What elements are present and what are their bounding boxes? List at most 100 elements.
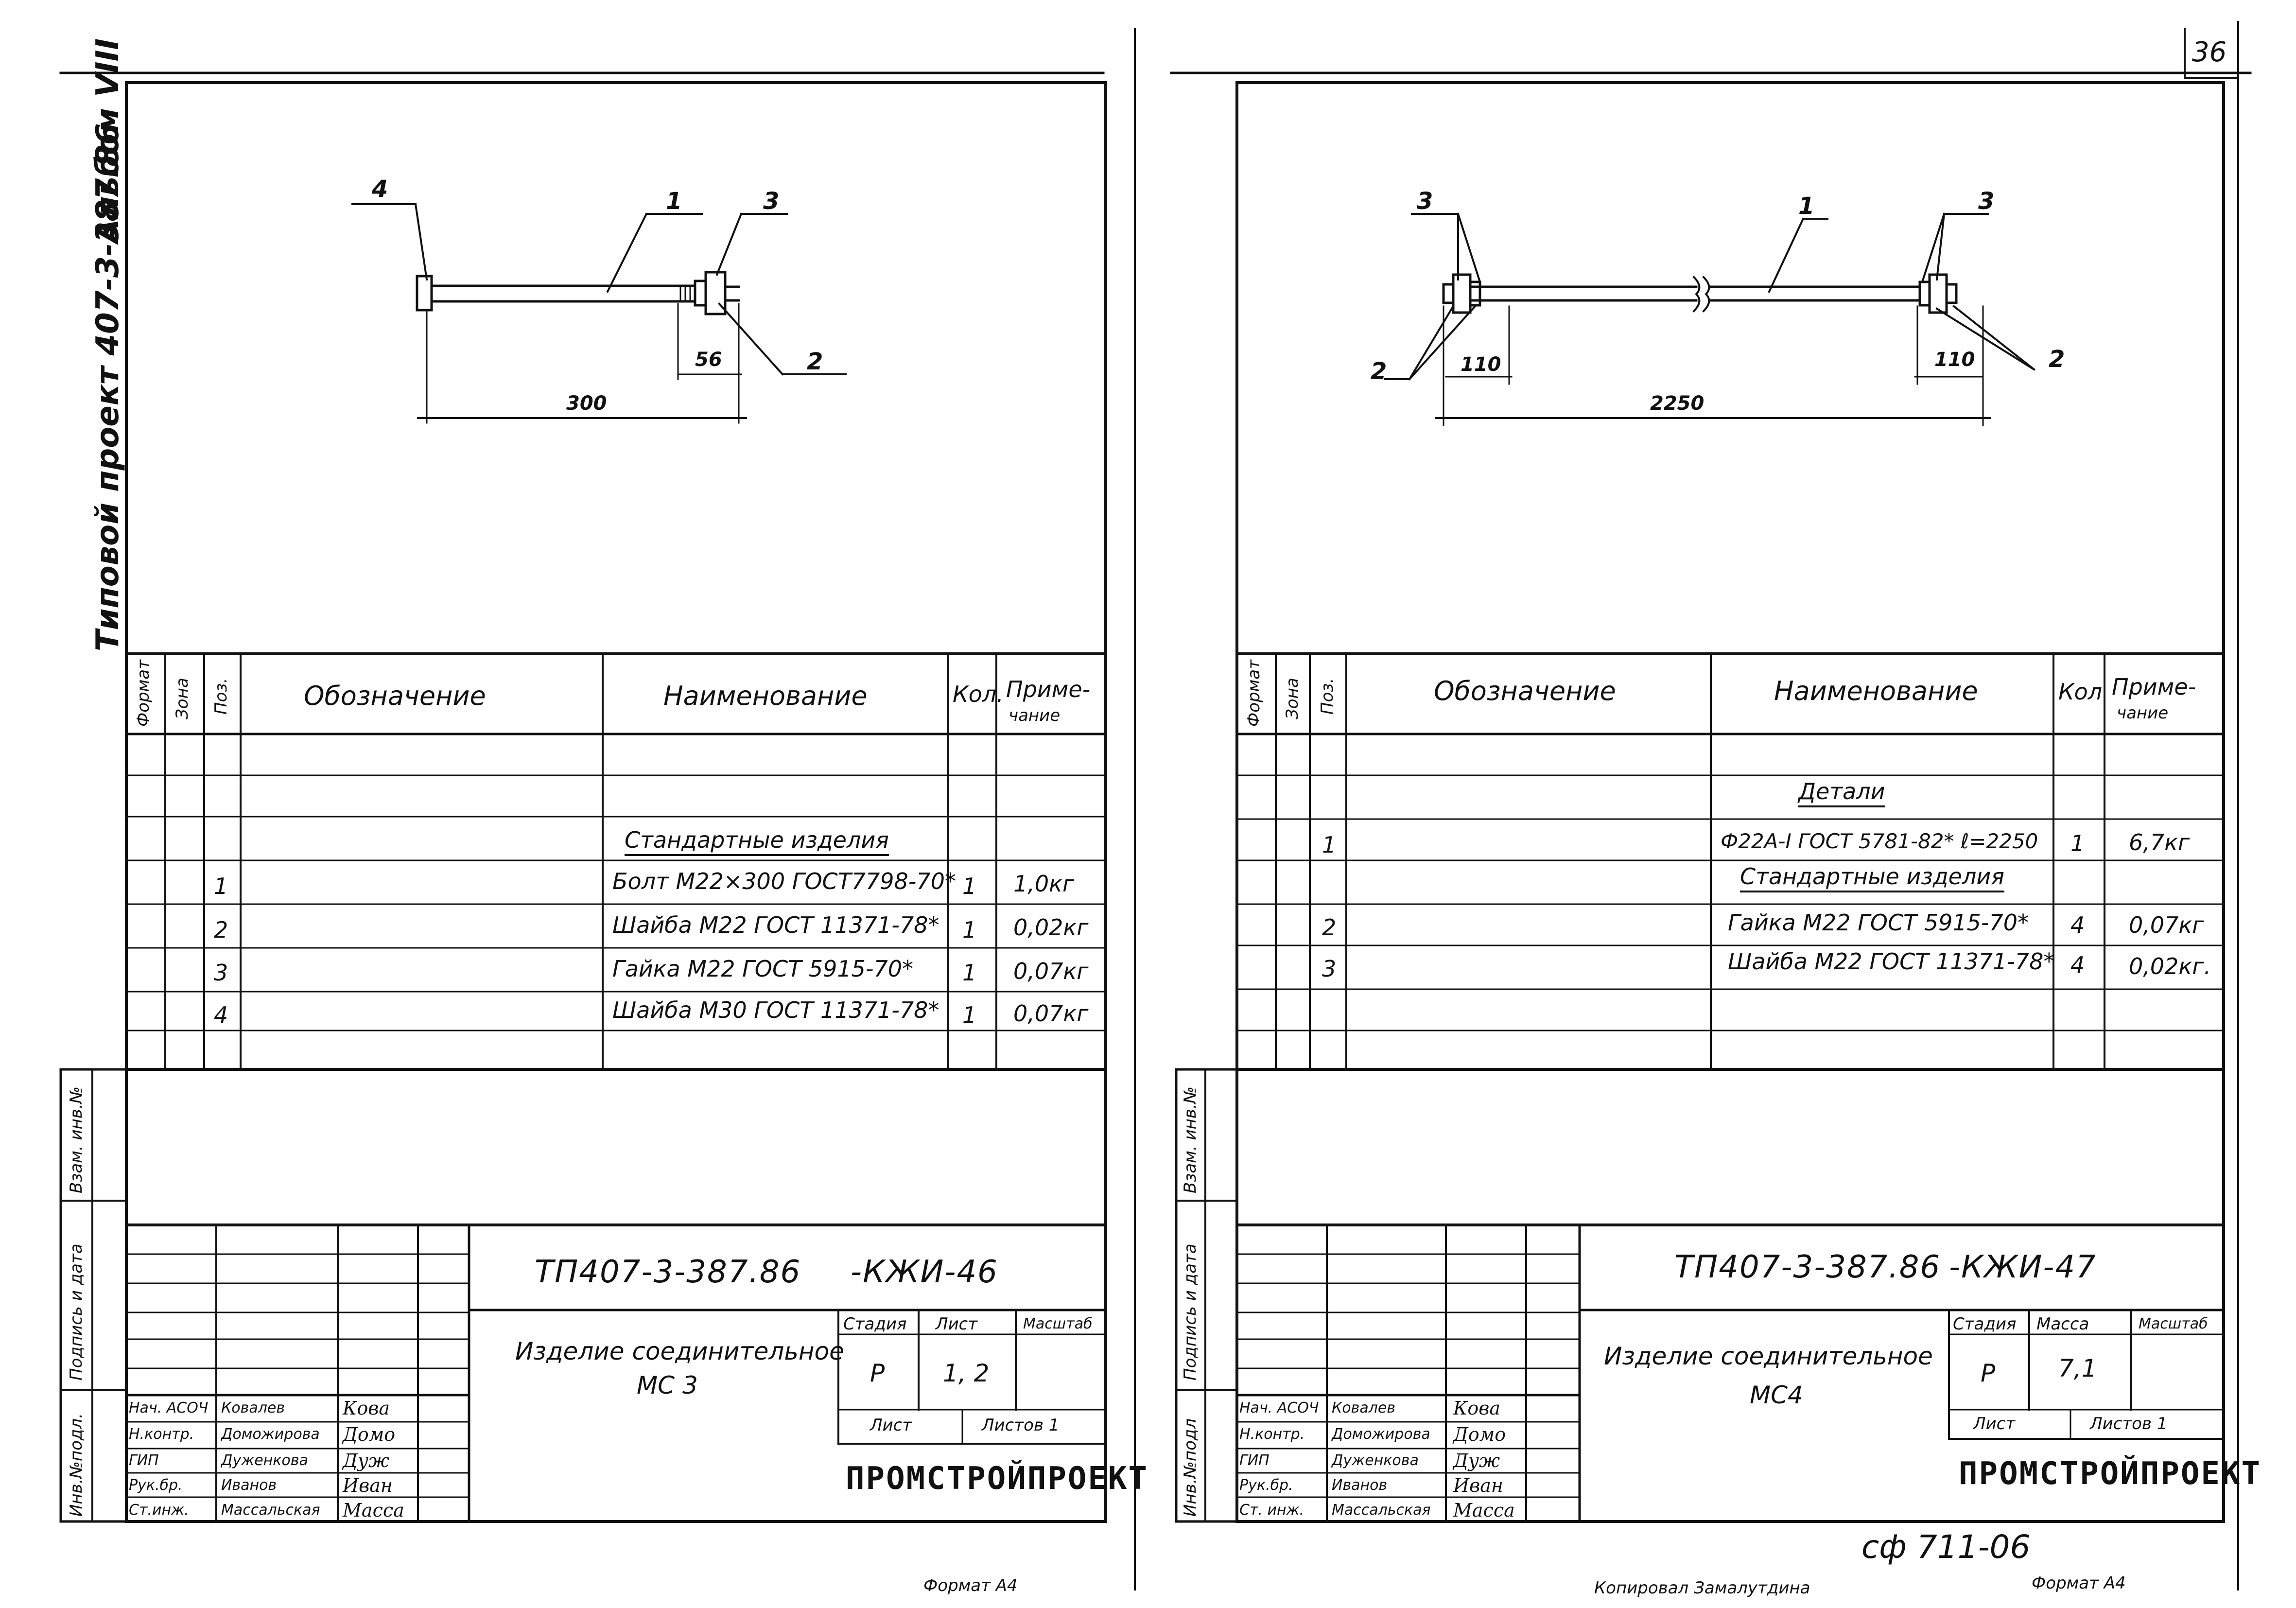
role-1: Нач. АСОЧ — [129, 1399, 209, 1416]
row-3-prim-right: 0,02кг. — [2129, 953, 2211, 979]
masshtab-label-right: Масштаб — [2139, 1315, 2208, 1332]
col-kol-right: Кол — [2058, 679, 2103, 705]
pos-label-3b: 3 — [1978, 188, 1995, 215]
page-number: 36 — [2192, 36, 2227, 68]
col-prim-2-right: чание — [2117, 703, 2169, 723]
dim-56: 56 — [695, 349, 722, 371]
name-4: Иванов — [221, 1477, 277, 1494]
sig-5-right: Масса — [1453, 1500, 1515, 1521]
row-2-poz-right: 2 — [1322, 914, 1337, 941]
name-2: Доможирова — [221, 1426, 320, 1443]
sig-5: Масса — [343, 1500, 404, 1521]
pos-label-2b: 2 — [2049, 346, 2065, 373]
role-3-right: ГИП — [1239, 1452, 1270, 1469]
row-2-kol: 1 — [962, 917, 977, 943]
row-2-prim: 0,02кг — [1013, 914, 1089, 941]
row-1-kol: 1 — [962, 873, 977, 899]
doc-code-right: ТП407-3-387.86 — [1674, 1249, 1941, 1285]
row-3-kol: 1 — [962, 960, 977, 986]
pos-label-2a: 2 — [1371, 358, 1387, 385]
role-1-right: Нач. АСОЧ — [1239, 1399, 1319, 1416]
row-3-poz-right: 3 — [1322, 956, 1337, 982]
side-label-inv-zam-right: Взам. инв.№ — [1181, 1086, 1200, 1193]
role-4: Рук.бр. — [129, 1477, 183, 1494]
row-4-poz: 4 — [214, 1002, 228, 1028]
pos-label-1-right: 1 — [1798, 192, 1815, 220]
col-prim-2: чание — [1009, 706, 1061, 725]
name-2-right: Доможирова — [1332, 1426, 1430, 1443]
org-name-right: ПРОМСТРОЙПРОЕКТ — [1959, 1456, 2261, 1492]
row-1-prim: 1,0кг — [1013, 871, 1075, 897]
row-3-name: Гайка М22 ГОСТ 5915-70* — [612, 956, 914, 982]
bolt-drawing-mc3 — [351, 203, 847, 424]
format-label-left: Формат А4 — [923, 1576, 1018, 1595]
format-label-right: Формат А4 — [2032, 1573, 2126, 1593]
product-name-right: Изделие соединительное — [1604, 1342, 1933, 1370]
stadia-label: Стадия — [843, 1314, 907, 1334]
massa-label: Масса — [2036, 1314, 2089, 1334]
row-2-prim-right: 0,07кг — [2129, 912, 2204, 938]
sig-4: Иван — [343, 1475, 393, 1496]
row-4-name: Шайба М30 ГОСТ 11371-78* — [612, 997, 939, 1023]
role-4-right: Рук.бр. — [1239, 1477, 1293, 1494]
side-label-inv-zam: Взам. инв.№ — [67, 1086, 86, 1193]
col-oboznachenie-right: Обозначение — [1434, 676, 1616, 706]
product-mark-right: МС4 — [1750, 1381, 1803, 1409]
dim-2250: 2250 — [1650, 392, 1705, 415]
pos-label-2: 2 — [807, 348, 823, 375]
side-label-inv-podl: Инв.№подл. — [67, 1413, 86, 1517]
row-3-prim: 0,07кг — [1013, 958, 1089, 984]
col-format-right: Формат — [1244, 660, 1264, 727]
detail-row-kol: 1 — [2070, 830, 2085, 856]
col-oboznachenie: Обозначение — [304, 681, 486, 711]
pos-label-4: 4 — [372, 175, 388, 203]
listov-label-right: Листов 1 — [2090, 1414, 2168, 1433]
detail-row-poz: 1 — [1322, 832, 1337, 858]
name-5: Массальская — [221, 1502, 320, 1519]
stadia-value-right: Р — [1981, 1359, 1996, 1387]
col-format: Формат — [134, 660, 153, 727]
sig-1-right: Кова — [1453, 1398, 1501, 1419]
sig-2-right: Домо — [1453, 1424, 1506, 1445]
list-label-right: Лист — [1973, 1414, 2016, 1433]
left-sheet-frame — [59, 81, 1107, 1523]
col-naimenovanie: Наименование — [663, 681, 868, 711]
org-name: ПРОМСТРОЙПРОЕКТ — [846, 1461, 1148, 1497]
sig-3: Дуж — [343, 1450, 390, 1471]
footer-note: сф 711-06 — [1861, 1528, 2031, 1566]
section-standard-items: Стандартные изделия — [625, 829, 889, 856]
col-naimenovanie-right: Наименование — [1774, 676, 1978, 706]
row-4-kol: 1 — [962, 1002, 977, 1028]
name-5-right: Массальская — [1332, 1502, 1431, 1519]
copied-label: Копировал Замалутдина — [1594, 1578, 1810, 1598]
col-poz-right: Поз. — [1318, 678, 1337, 715]
side-label-podpis-right: Подпись и дата — [1181, 1243, 1200, 1381]
role-5: Ст.инж. — [129, 1502, 189, 1519]
dim-110a: 110 — [1461, 353, 1501, 376]
col-zona: Зона — [173, 678, 192, 719]
stadia-label-right: Стадия — [1953, 1314, 2017, 1334]
role-2-right: Н.контр. — [1239, 1426, 1305, 1443]
stadia-value: Р — [870, 1359, 885, 1387]
row-3-poz: 3 — [214, 960, 228, 986]
row-2-name: Шайба М22 ГОСТ 11371-78* — [612, 912, 939, 938]
sig-1: Кова — [343, 1398, 390, 1419]
col-prim-1: Приме- — [1006, 676, 1091, 702]
side-label-podpis: Подпись и дата — [67, 1243, 86, 1381]
role-2: Н.контр. — [129, 1426, 194, 1443]
product-mark: МС 3 — [637, 1371, 698, 1399]
list-label: Лист — [936, 1314, 978, 1334]
stud-drawing-mc4 — [1384, 212, 2035, 426]
row-2-name-right: Гайка М22 ГОСТ 5915-70* — [1728, 909, 2029, 936]
doc-code-suffix: -КЖИ-46 — [851, 1254, 998, 1290]
role-5-right: Ст. инж. — [1239, 1502, 1305, 1519]
detail-row-name: Ф22А-I ГОСТ 5781-82* ℓ=2250 — [1721, 829, 2038, 853]
sig-2: Домо — [343, 1424, 396, 1445]
row-3-name-right: Шайба М22 ГОСТ 11371-78* — [1728, 948, 2055, 975]
sig-4-right: Иван — [1453, 1475, 1503, 1496]
product-name: Изделие соединительное — [515, 1337, 844, 1365]
section-standard-items-right: Стандартные изделия — [1740, 865, 2004, 892]
col-zona-right: Зона — [1283, 678, 1302, 719]
side-label-inv-podl-right: Инв.№подл — [1181, 1418, 1200, 1517]
